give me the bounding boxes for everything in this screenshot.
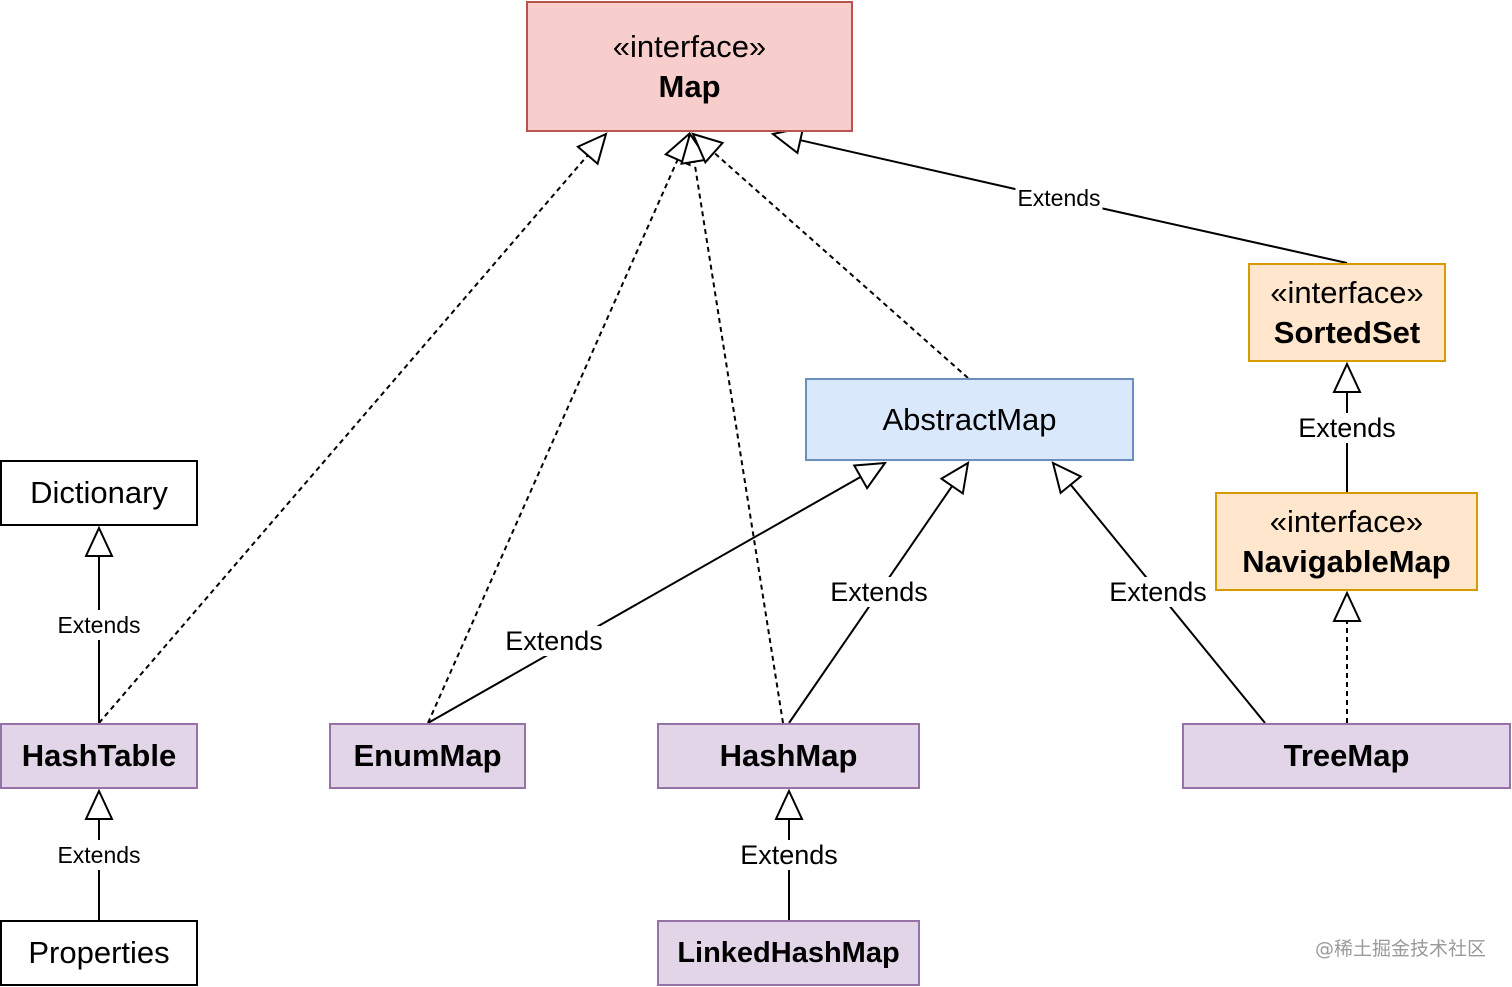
map-stereotype: «interface»	[612, 28, 767, 64]
sortedset-stereotype: «interface»	[1270, 274, 1424, 310]
node-properties[interactable]: Properties	[0, 920, 198, 986]
properties-name: Properties	[28, 935, 170, 970]
edge-enummap-extends-abstractmap	[427, 461, 888, 724]
dictionary-name: Dictionary	[30, 475, 168, 510]
node-navigablemap[interactable]: «interface» NavigableMap	[1215, 492, 1478, 591]
edge-properties-extends-hashtable-arrowhead	[84, 788, 114, 820]
label-enummap-extends-abstractmap: Extends	[503, 626, 605, 656]
map-name: Map	[658, 68, 721, 104]
node-treemap[interactable]: TreeMap	[1182, 723, 1511, 789]
linkedhashmap-name: LinkedHashMap	[677, 937, 900, 969]
treemap-name: TreeMap	[1283, 738, 1410, 773]
edge-hashtable-implements-map	[98, 132, 608, 724]
edge-hashmap-extends-abstractmap-arrowhead	[939, 461, 970, 496]
abstractmap-name: AbstractMap	[882, 401, 1057, 437]
edge-hashtable-extends-dictionary-arrowhead	[84, 525, 114, 557]
label-properties-extends-hashtable: Extends	[55, 840, 143, 870]
edge-hashtable-implements-map-arrowhead	[576, 132, 608, 166]
edge-treemap-extends-abstractmap-arrowhead	[1051, 461, 1083, 495]
label-hashmap-extends-abstractmap: Extends	[828, 577, 930, 607]
node-hashtable[interactable]: HashTable	[0, 723, 198, 789]
node-sortedset[interactable]: «interface» SortedSet	[1248, 263, 1446, 362]
hashtable-name: HashTable	[21, 738, 177, 773]
label-sortedset-extends-map: Extends	[1015, 183, 1103, 213]
node-linkedhashmap[interactable]: LinkedHashMap	[657, 920, 920, 986]
navigablemap-name: NavigableMap	[1242, 543, 1451, 579]
edge-hashmap-implements-map	[680, 131, 784, 724]
node-dictionary[interactable]: Dictionary	[0, 460, 198, 526]
edge-treemap-implements-navigablemap	[1332, 590, 1362, 723]
watermark: @稀土掘金技术社区	[1314, 938, 1486, 960]
enummap-name: EnumMap	[353, 738, 502, 773]
edge-abstractmap-implements-map	[691, 132, 969, 379]
label-linkedhashmap-extends-hashmap: Extends	[738, 840, 840, 870]
label-navigablemap-extends-sortedset: Extends	[1296, 413, 1398, 443]
navigablemap-stereotype: «interface»	[1269, 503, 1424, 539]
node-map[interactable]: «interface» Map	[526, 1, 853, 132]
edge-navigablemap-extends-sortedset-arrowhead	[1332, 361, 1362, 393]
node-hashmap[interactable]: HashMap	[657, 723, 920, 789]
label-hashtable-extends-dictionary: Extends	[55, 610, 143, 640]
node-enummap[interactable]: EnumMap	[329, 723, 526, 789]
edge-linkedhashmap-extends-hashmap-arrowhead	[774, 788, 804, 820]
sortedset-name: SortedSet	[1273, 314, 1421, 350]
edge-treemap-implements-navigablemap-arrowhead	[1332, 590, 1362, 622]
node-abstractmap[interactable]: AbstractMap	[805, 378, 1134, 461]
edge-abstractmap-implements-map-arrowhead	[691, 132, 725, 165]
edge-enummap-extends-abstractmap-arrowhead	[852, 461, 888, 491]
label-treemap-extends-abstractmap: Extends	[1107, 577, 1209, 607]
hashmap-name: HashMap	[719, 738, 858, 773]
